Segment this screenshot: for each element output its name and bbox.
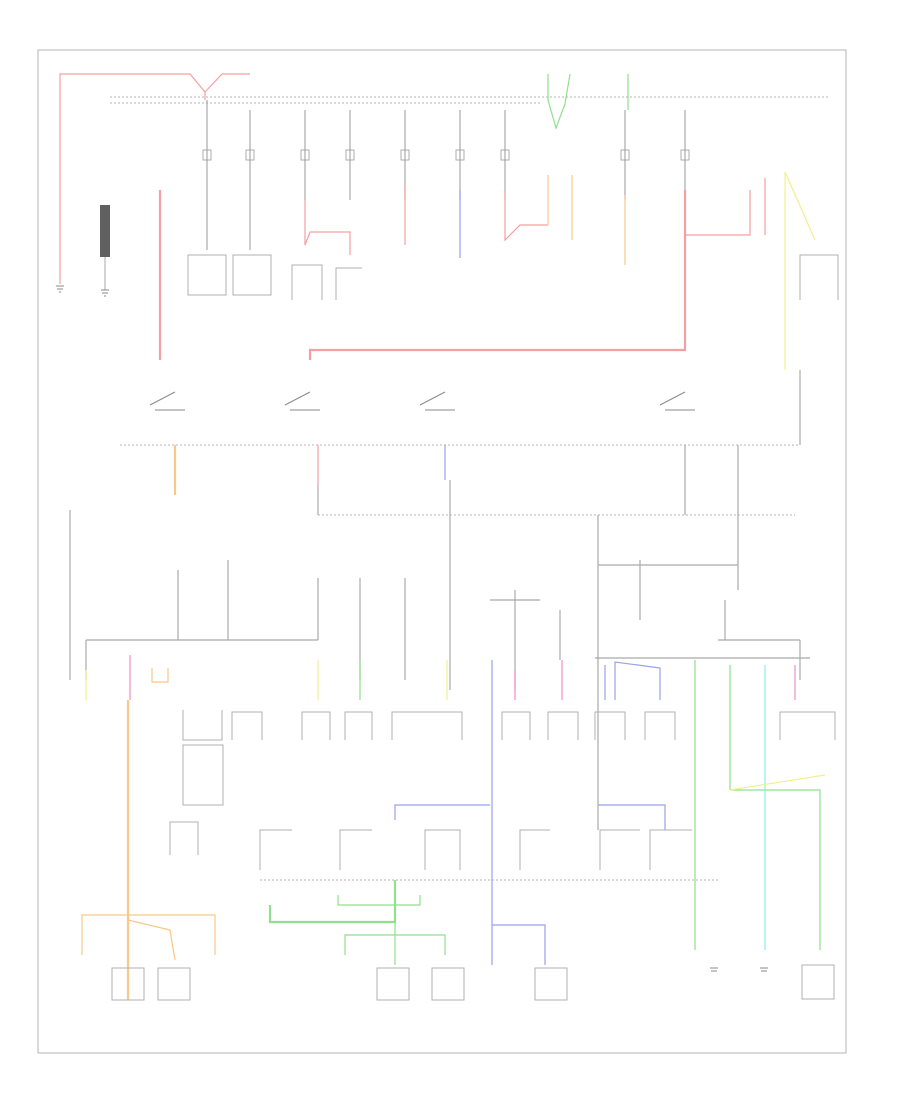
fuse-drops <box>206 100 686 250</box>
battery-icon <box>100 205 110 290</box>
ground-icon <box>56 285 768 972</box>
ignition-switch-icon <box>149 391 695 411</box>
mid-drops <box>173 445 795 690</box>
fuse-icon <box>202 149 690 161</box>
top-colored-wires <box>158 73 816 370</box>
lower-colored-wires <box>81 655 826 1000</box>
top-components <box>187 254 839 300</box>
battery-feed-wires <box>59 73 250 284</box>
lower-gray-wires <box>69 510 810 881</box>
diagram-border <box>37 49 847 1054</box>
lower-components <box>111 710 836 1001</box>
